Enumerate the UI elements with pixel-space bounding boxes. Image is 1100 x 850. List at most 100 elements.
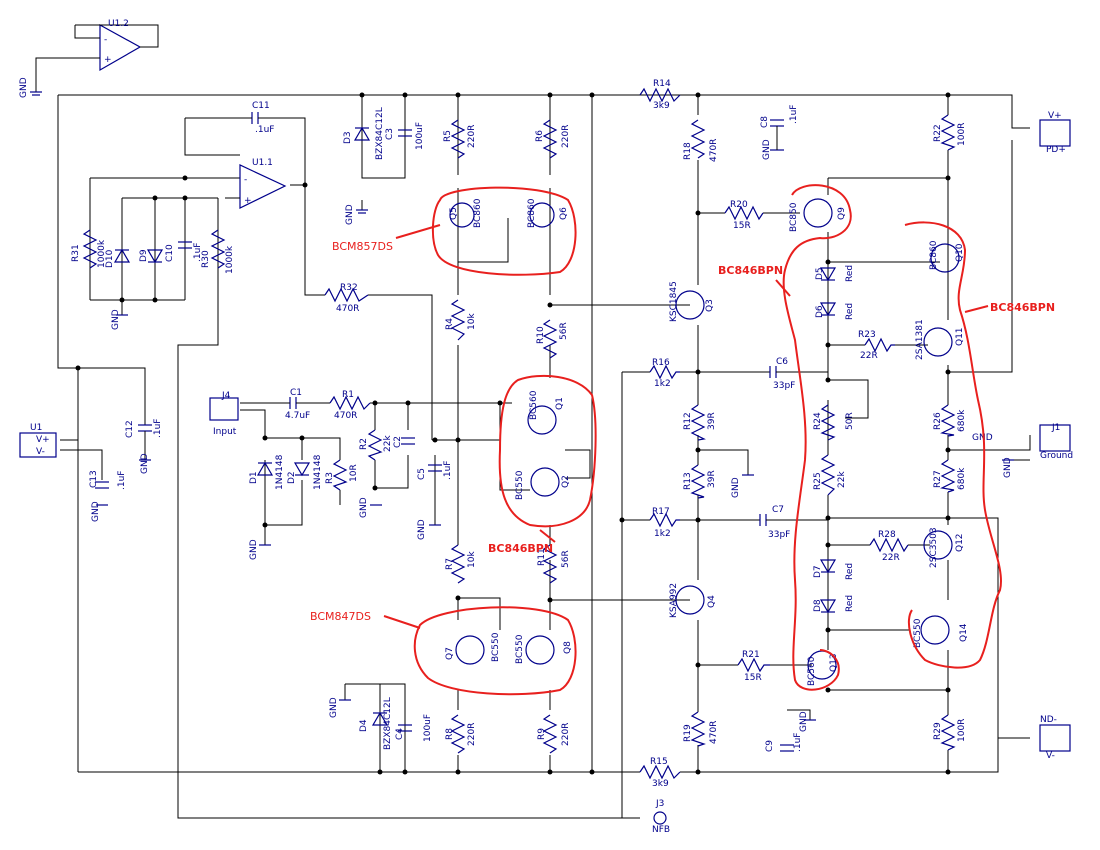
label-r16v: 1k2 bbox=[654, 379, 671, 389]
label-r31: R31 bbox=[71, 244, 81, 262]
markup-outline-right bbox=[904, 221, 1002, 669]
annotation-bc846bpn-mid: BC846BPN bbox=[488, 542, 553, 555]
label-j4b: Input bbox=[213, 427, 237, 437]
label-d3: D3 bbox=[343, 131, 353, 144]
label-r28v: 22R bbox=[882, 553, 900, 563]
label-u1-vm: V- bbox=[36, 447, 45, 457]
label-q11v: 2SA1381 bbox=[915, 319, 925, 360]
resistor-r21 bbox=[737, 657, 770, 673]
label-q5v: BC860 bbox=[473, 198, 483, 228]
label-c7v: 33pF bbox=[768, 530, 790, 540]
label-r8v: 220R bbox=[467, 723, 477, 746]
label-r29: R29 bbox=[933, 722, 943, 740]
resistor-r5 bbox=[450, 119, 466, 159]
label-u11: U1.1 bbox=[252, 158, 273, 168]
label-c8: C8 bbox=[760, 116, 770, 128]
resistor-r28 bbox=[869, 537, 909, 553]
label-c6: C6 bbox=[776, 357, 788, 367]
label-r15: R15 bbox=[650, 757, 668, 767]
label-u12: U1.2 bbox=[108, 19, 129, 29]
connector-j1 bbox=[1039, 424, 1071, 452]
label-d8: D8 bbox=[813, 599, 823, 612]
resistor-r23 bbox=[864, 337, 895, 353]
label-j1: J1 bbox=[1051, 423, 1060, 433]
resistor-r17 bbox=[649, 512, 680, 528]
capacitors bbox=[95, 112, 795, 752]
label-c13: C13 bbox=[89, 470, 99, 488]
label-q6v: BC860 bbox=[527, 198, 537, 228]
label-r15v: 3k9 bbox=[652, 779, 669, 789]
label-gnd-i: GND bbox=[417, 519, 427, 540]
resistor-r30 bbox=[210, 229, 226, 269]
resistor-r13 bbox=[690, 464, 706, 499]
label-r24: R24 bbox=[813, 412, 823, 430]
resistor-r20 bbox=[724, 205, 764, 221]
label-r7v: 10k bbox=[467, 551, 477, 568]
label-c1: C1 bbox=[290, 388, 302, 398]
label-c1v: 4.7uF bbox=[285, 411, 310, 421]
label-q9: Q9 bbox=[837, 207, 847, 220]
label-r4v: 10k bbox=[467, 313, 477, 330]
connector-j4 bbox=[209, 397, 239, 421]
label-gnd-c: GND bbox=[762, 139, 772, 160]
label-r28: R28 bbox=[878, 530, 896, 540]
label-r18v: 470R bbox=[709, 139, 719, 162]
resistor-r8 bbox=[450, 714, 466, 754]
label-r2v: 22k bbox=[383, 435, 393, 452]
label-r21: R21 bbox=[742, 650, 760, 660]
label-r26v: 680k bbox=[957, 409, 967, 432]
label-r2: R2 bbox=[359, 438, 369, 450]
diodes bbox=[113, 126, 837, 726]
markup-circle-q1q2 bbox=[498, 374, 597, 528]
label-d7: D7 bbox=[813, 565, 823, 578]
label-r25v: 22k bbox=[837, 471, 847, 488]
label-gnd-g: GND bbox=[249, 539, 259, 560]
label-d1v: 1N4148 bbox=[275, 454, 285, 490]
label-r11: R11 bbox=[537, 548, 547, 566]
label-r26: R26 bbox=[933, 412, 943, 430]
label-u1: U1 bbox=[30, 423, 42, 433]
label-q2v: BC550 bbox=[515, 470, 525, 500]
label-r8: R8 bbox=[445, 728, 455, 740]
label-q13v: BC560 bbox=[807, 656, 817, 686]
label-r19v: 470R bbox=[709, 721, 719, 744]
label-r12: R12 bbox=[683, 412, 693, 430]
connector-j3 bbox=[653, 811, 667, 825]
resistor-r10 bbox=[542, 319, 558, 359]
markup-circle-q7q8 bbox=[413, 606, 577, 696]
label-c3v: 100uF bbox=[415, 122, 425, 150]
resistor-r25 bbox=[820, 454, 836, 496]
wires bbox=[57, 94, 1031, 819]
label-r27: R27 bbox=[933, 470, 943, 488]
label-r19: R19 bbox=[683, 724, 693, 742]
label-r9: R9 bbox=[537, 728, 547, 740]
power-block-u1 bbox=[19, 432, 57, 458]
label-jvm: ND- bbox=[1040, 715, 1057, 725]
resistor-r26 bbox=[940, 404, 956, 437]
label-r1v: 470R bbox=[334, 411, 357, 421]
label-r7: R7 bbox=[445, 558, 455, 570]
label-r21v: 15R bbox=[744, 673, 762, 683]
label-d6v: Red bbox=[845, 303, 855, 320]
label-r5: R5 bbox=[443, 130, 453, 142]
label-c5v: .1uF bbox=[443, 461, 453, 480]
label-c9: C9 bbox=[765, 740, 775, 752]
label-d4v: BZX84C12L bbox=[383, 697, 393, 750]
label-r27v: 680k bbox=[957, 467, 967, 490]
label-gnd-h: GND bbox=[359, 497, 369, 518]
label-r10v: 56R bbox=[559, 322, 569, 340]
label-c4v: 100uF bbox=[423, 714, 433, 742]
label-q7: Q7 bbox=[445, 647, 455, 660]
label-c11: C11 bbox=[252, 101, 270, 111]
label-gnd-b: GND bbox=[345, 204, 355, 225]
label-r14v: 3k9 bbox=[653, 101, 670, 111]
svg-text:-: - bbox=[104, 35, 107, 45]
annotation-bc846bpn-right: BC846BPN bbox=[990, 301, 1055, 314]
label-r22v: 100R bbox=[957, 123, 967, 146]
resistor-r14 bbox=[639, 87, 681, 103]
ground-symbols bbox=[30, 57, 1014, 721]
connector-vminus bbox=[1039, 724, 1071, 752]
label-r3v: 10R bbox=[349, 464, 359, 482]
transistors bbox=[449, 198, 960, 680]
label-d7v: Red bbox=[845, 563, 855, 580]
